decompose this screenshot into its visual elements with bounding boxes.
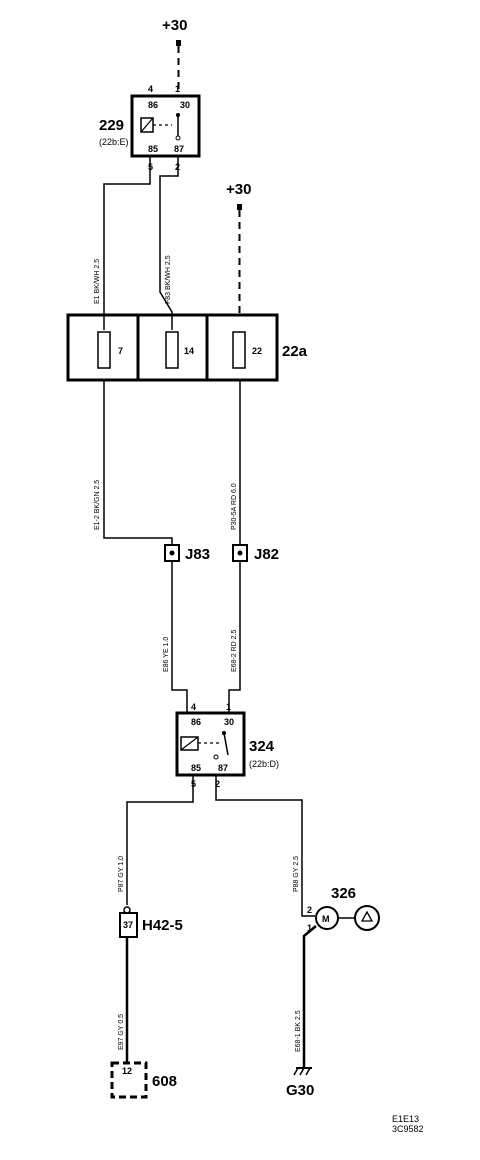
ground-label: G30 <box>286 1082 314 1099</box>
wire-e86 <box>171 561 188 712</box>
footer-line-1: E1E13 <box>392 1114 419 1124</box>
relay-324-pin-85: 85 <box>191 763 201 773</box>
control-module-608-label: 608 <box>152 1073 177 1090</box>
motor-326-pin-2: 2 <box>307 905 312 915</box>
wire-p88 <box>215 775 315 917</box>
relay-229-pin-1: 1 <box>175 84 180 94</box>
relay-324-pin-1: 1 <box>226 702 231 712</box>
wire-e68-1 <box>302 925 317 1068</box>
wire-label-e97: E97 GY 0.5 <box>118 1014 125 1050</box>
relay-229-box <box>130 94 201 158</box>
fuse-14-label: 14 <box>184 346 194 356</box>
junction-j83-label: J83 <box>185 546 210 563</box>
wire-label-e68-2: E68-2 RD 2.5 <box>231 629 238 672</box>
wire-e68-2 <box>228 561 241 712</box>
relay-229-id: 229 <box>99 117 124 134</box>
fusebox-id: 22a <box>282 343 308 360</box>
relay-324-box <box>175 711 246 777</box>
wire-e1-2 <box>103 380 173 545</box>
supply-label-mid: +30 <box>226 181 251 198</box>
wire-label-p88: P88 GY 2.5 <box>293 856 300 892</box>
relay-229-pin-4: 4 <box>148 84 153 94</box>
relay-229-pin-86: 86 <box>148 100 158 110</box>
wire-label-e86: E86 YE 1.0 <box>163 637 170 672</box>
wire-label-f83: F83 BK/WH 2.5 <box>165 255 172 304</box>
wire-e1 <box>103 156 151 330</box>
fuse-14 <box>165 331 179 369</box>
relay-324-ref: (22b:D) <box>249 759 279 769</box>
wire-label-p30-5a: P30-5A RD 6.0 <box>231 483 238 530</box>
relay-324-switch <box>223 732 229 756</box>
control-module-608 <box>110 1061 148 1099</box>
junction-j82-label: J82 <box>254 546 279 563</box>
relay-324-pin-30: 30 <box>224 717 234 727</box>
relay-229-pin-30: 30 <box>180 100 190 110</box>
fuse-7 <box>97 331 111 369</box>
supply-terminal-top <box>176 40 181 46</box>
wire-p87 <box>126 775 194 905</box>
connector-h42-5-pin: 37 <box>123 920 133 930</box>
fuse-7-label: 7 <box>118 346 123 356</box>
relay-324-pin-87: 87 <box>218 763 228 773</box>
footer-line-2: 3C9582 <box>392 1124 424 1134</box>
wire-label-p87: P87 GY 1.0 <box>118 856 125 892</box>
wire-label-e68-1: E68-1 BK 2.5 <box>295 1010 302 1052</box>
relay-229-pin-85: 85 <box>148 144 158 154</box>
connector-h42-5 <box>119 912 138 938</box>
motor-326-pin-1: 1 <box>307 923 312 933</box>
connector-h42-5-label: H42-5 <box>142 917 183 934</box>
relay-229-pin-87: 87 <box>174 144 184 154</box>
motor-326-symbol: M <box>322 914 330 924</box>
relay-324-pin-4: 4 <box>191 702 196 712</box>
relay-229: 4 1 5 2 86 30 85 87 <box>130 84 201 172</box>
relay-324-id: 324 <box>249 738 275 755</box>
ground-icon <box>293 1067 312 1076</box>
motor-326-label: 326 <box>331 885 356 902</box>
wire-label-e1: E1 BK/WH 2.5 <box>94 259 101 304</box>
fuse-22-label: 22 <box>252 346 262 356</box>
fusebox-22a-outline <box>66 313 279 382</box>
fuse-22 <box>232 331 246 369</box>
supply-label-top: +30 <box>162 17 187 34</box>
relay-324-pin-2: 2 <box>215 779 220 789</box>
control-module-608-pin: 12 <box>122 1066 132 1076</box>
relay-324-pin-86: 86 <box>191 717 201 727</box>
relay-324: 4 1 5 2 86 30 85 87 <box>175 702 246 789</box>
supply-terminal-mid <box>237 204 242 210</box>
wire-label-e1-2: E1-2 BK/GN 2.5 <box>94 480 101 530</box>
pump-icon <box>354 905 380 931</box>
relay-229-ref: (22b:E) <box>99 137 129 147</box>
fusebox-22a: 7 14 22 <box>66 313 279 382</box>
